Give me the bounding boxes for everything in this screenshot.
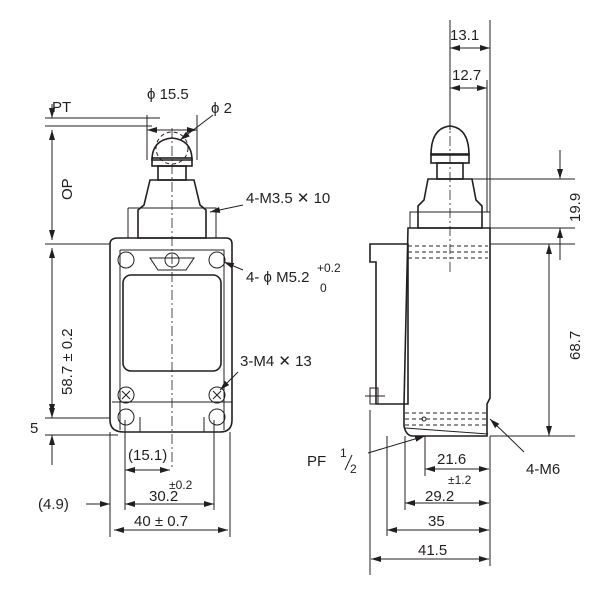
dim-4-9-label: (4.9) — [38, 496, 69, 513]
phi-15-5-label: ϕ 15.5 — [147, 86, 189, 103]
dim-35-label: 35 — [428, 513, 445, 530]
dim-68-7-label: 68.7 — [567, 331, 584, 360]
height-58-7-label: 58.7 ± 0.2 — [59, 328, 76, 395]
dim-12-7-label: 12.7 — [452, 67, 481, 84]
pf-numerator: 1 — [340, 446, 347, 460]
pf-fraction-bar — [344, 454, 353, 471]
phi-2-label: ϕ 2 — [211, 100, 232, 117]
hole-m5-2-tol-lower: 0 — [320, 281, 327, 295]
dim-29-2-label: 29.2 — [425, 488, 454, 505]
dim-40-label: 40 ± 0.7 — [134, 513, 188, 530]
front-dimensions — [45, 104, 244, 537]
dim-13-1-label: 13.1 — [450, 27, 479, 44]
hole-m5-2-tol-upper: +0.2 — [317, 261, 341, 275]
dim-5-label: 5 — [30, 420, 38, 437]
m6-label: 4-M6 — [526, 461, 560, 478]
side-body — [365, 227, 491, 437]
switch-body — [109, 237, 233, 433]
dim-29-2-tol: ±1.2 — [448, 473, 472, 487]
op-label: OP — [59, 178, 76, 200]
pf-label: PF — [307, 453, 326, 470]
screw-m3-5-label: 4-M3.5 ✕ 10 — [246, 190, 330, 207]
dim-30-2-tol: ±0.2 — [169, 478, 193, 492]
dim-19-9-label: 19.9 — [567, 193, 584, 222]
side-dimensions — [367, 20, 575, 575]
front-view: PT OP 58.7 ± 0.2 5 ϕ 15.5 ϕ 2 4-M3.5 ✕ 1… — [30, 86, 341, 537]
pf-denominator: 2 — [350, 462, 357, 476]
dim-15-1-label: (15.1) — [128, 447, 167, 464]
pt-label: PT — [52, 99, 71, 116]
dim-21-6-label: 21.6 — [437, 451, 466, 468]
side-view: 13.1 12.7 19.9 68.7 PF 1 2 4-M6 21.6 29.… — [307, 20, 584, 575]
hole-m5-2-label: 4- ϕ M5.2 — [246, 269, 309, 286]
dim-30-2-label: 30.2 — [149, 488, 178, 505]
dim-41-5-label: 41.5 — [418, 542, 447, 559]
screw-m4-label: 3-M4 ✕ 13 — [240, 353, 312, 370]
